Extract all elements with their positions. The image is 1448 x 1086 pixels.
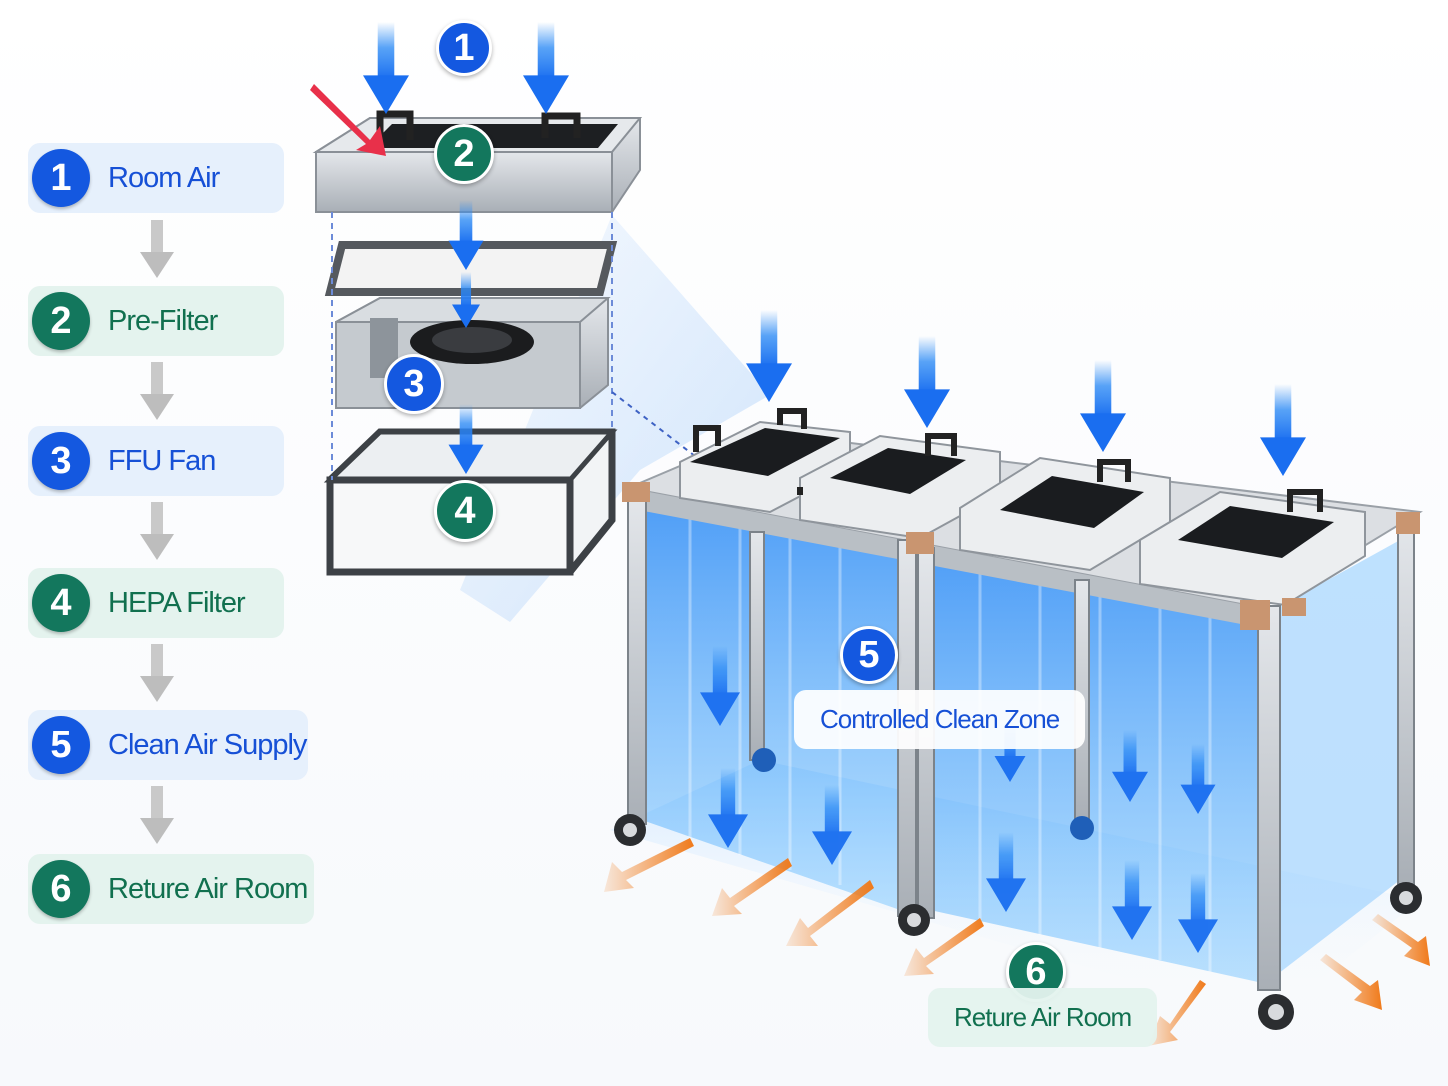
flow-down-arrow-icon	[140, 786, 174, 844]
step-number: 2	[32, 292, 90, 350]
step-number: 4	[32, 574, 90, 632]
supply-air-arrow	[1080, 360, 1126, 452]
badge-4: 4	[434, 480, 496, 542]
flow-down-arrow-icon	[140, 644, 174, 702]
badge-1: 1	[436, 20, 492, 76]
return-air-room-label: Reture Air Room	[928, 988, 1158, 1047]
step-room-air: 1 Room Air	[28, 143, 284, 213]
supply-air-arrow	[904, 336, 950, 428]
step-label: HEPA Filter	[108, 586, 246, 619]
step-label: Pre-Filter	[108, 304, 218, 337]
flow-down-arrow-icon	[140, 362, 174, 420]
supply-air-arrow	[1260, 384, 1306, 476]
clean-booth	[610, 408, 1423, 1030]
flow-down-arrow-icon	[140, 502, 174, 560]
incoming-air-arrow	[523, 22, 569, 114]
flow-down-arrow-icon	[140, 220, 174, 278]
step-return-air-room: 6 Reture Air Room	[28, 854, 314, 924]
step-number: 1	[32, 149, 90, 207]
pointer-arrow	[310, 84, 386, 156]
step-label: Clean Air Supply	[108, 728, 307, 761]
step-label: FFU Fan	[108, 444, 216, 477]
step-label: Room Air	[108, 161, 220, 194]
step-number: 3	[32, 432, 90, 490]
step-pre-filter: 2 Pre-Filter	[28, 286, 284, 356]
controlled-clean-zone-label: Controlled Clean Zone	[794, 690, 1086, 749]
incoming-air-arrow	[363, 22, 409, 114]
curtain-right	[1270, 540, 1400, 980]
badge-3: 3	[384, 354, 444, 414]
step-hepa-filter: 4 HEPA Filter	[28, 568, 284, 638]
step-ffu-fan: 3 FFU Fan	[28, 426, 284, 496]
return-air-arrows	[604, 838, 1430, 1046]
step-clean-air-supply: 5 Clean Air Supply	[28, 710, 308, 780]
step-number: 5	[32, 716, 90, 774]
badge-2: 2	[434, 124, 494, 184]
step-label: Reture Air Room	[108, 872, 308, 905]
step-number: 6	[32, 860, 90, 918]
badge-5: 5	[840, 626, 898, 684]
